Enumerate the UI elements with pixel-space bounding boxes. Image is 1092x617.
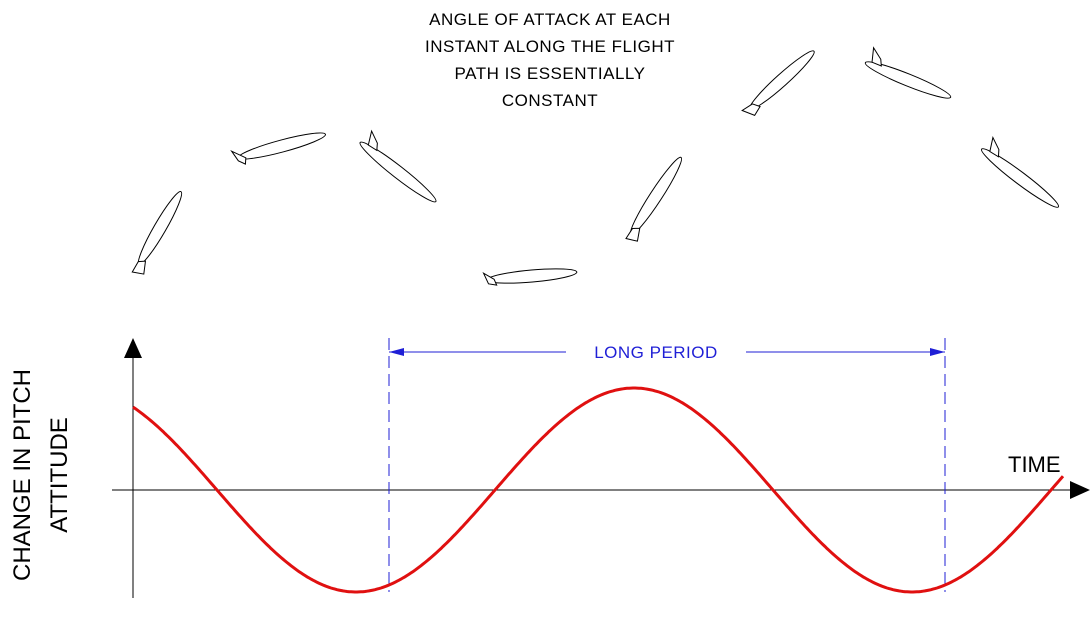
axes [112, 338, 1090, 598]
period-left-arrow-icon [389, 348, 404, 356]
airplane-icon-level-left [232, 127, 328, 167]
long-period-marker: LONG PERIOD [389, 338, 945, 592]
airplane-icon-bottom [484, 265, 578, 286]
annotation-line-4: CONSTANT [502, 91, 598, 110]
airplane-icon-climbing-2 [623, 154, 689, 244]
airplane-icon-descending [978, 136, 1068, 211]
y-axis-arrow-icon [124, 338, 142, 358]
y-axis-label-line-2: ATTITUDE [46, 417, 73, 533]
annotation: ANGLE OF ATTACK AT EACH INSTANT ALONG TH… [425, 10, 675, 110]
x-axis-label: TIME [1008, 452, 1061, 477]
annotation-line-2: INSTANT ALONG THE FLIGHT [425, 37, 675, 56]
y-axis-label-line-1: CHANGE IN PITCH [9, 369, 36, 581]
period-right-arrow-icon [930, 348, 945, 356]
airplane-icon-nose-down-2 [863, 47, 957, 103]
annotation-line-1: ANGLE OF ATTACK AT EACH [429, 10, 671, 29]
x-axis-arrow-icon [1070, 481, 1090, 499]
airplane-icon-top [741, 47, 819, 120]
y-axis-label: CHANGE IN PITCH ATTITUDE [9, 369, 73, 581]
annotation-line-3: PATH IS ESSENTIALLY [455, 64, 646, 83]
period-label: LONG PERIOD [594, 343, 718, 362]
airplane-icon-climbing [129, 189, 189, 278]
airplane-icon-nose-down-1 [356, 130, 445, 206]
